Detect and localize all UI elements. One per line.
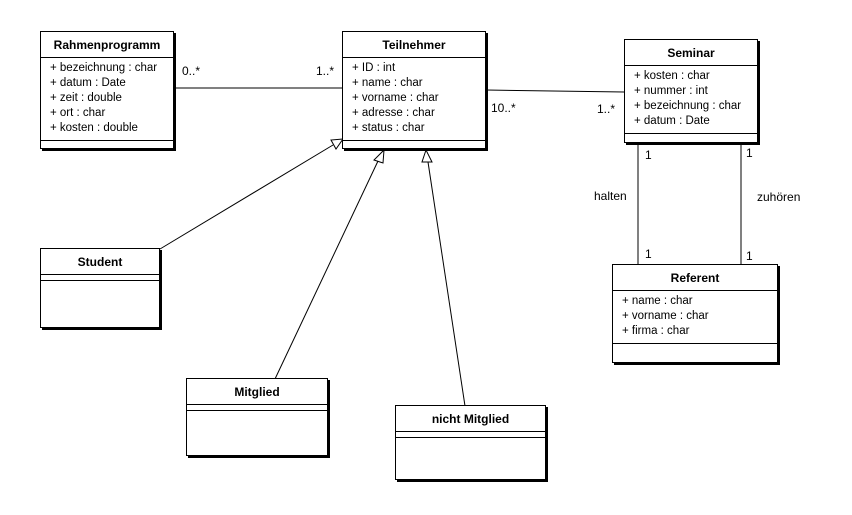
class-student[interactable]: Student bbox=[40, 248, 160, 328]
multiplicity-label: 1 bbox=[746, 146, 753, 160]
attribute: + datum : Date bbox=[634, 115, 710, 127]
attribute: + firma : char bbox=[622, 325, 690, 337]
attribute: + name : char bbox=[352, 77, 423, 89]
inheritance-arrowhead-mitglied bbox=[373, 148, 385, 164]
attribute: + name : char bbox=[622, 295, 693, 307]
operation-compartment bbox=[625, 134, 757, 142]
class-seminar[interactable]: Seminar + kosten : char + nummer : int +… bbox=[624, 39, 758, 143]
attribute-list bbox=[187, 405, 327, 411]
attribute-list bbox=[396, 432, 545, 438]
generalization-student bbox=[159, 144, 334, 250]
multiplicity-label: 1 bbox=[645, 148, 652, 162]
class-name: Teilnehmer bbox=[343, 32, 485, 58]
inheritance-arrowhead-nicht-mitglied bbox=[421, 148, 433, 163]
class-name: Rahmenprogramm bbox=[41, 32, 173, 58]
class-referent[interactable]: Referent + name : char + vorname : char … bbox=[612, 264, 778, 363]
inheritance-arrowhead-student bbox=[330, 138, 345, 150]
attribute: + adresse : char bbox=[352, 107, 435, 119]
class-name: Referent bbox=[613, 265, 777, 291]
role-label-zuhoeren: zuhören bbox=[757, 190, 801, 204]
attribute-list: + kosten : char + nummer : int + bezeich… bbox=[625, 66, 757, 134]
attribute: + ID : int bbox=[352, 62, 396, 74]
operation-compartment bbox=[343, 141, 485, 149]
class-name: Mitglied bbox=[187, 379, 327, 405]
attribute: + nummer : int bbox=[634, 85, 708, 97]
attribute: + status : char bbox=[352, 122, 425, 134]
class-mitglied[interactable]: Mitglied bbox=[186, 378, 328, 456]
multiplicity-label: 0..* bbox=[182, 64, 201, 78]
operation-compartment bbox=[41, 141, 173, 149]
generalization-nicht-mitglied bbox=[427, 161, 466, 407]
attribute-list: + ID : int + name : char + vorname : cha… bbox=[343, 58, 485, 141]
attribute-list: + name : char + vorname : char + firma :… bbox=[613, 291, 777, 344]
attribute: + kosten : double bbox=[50, 122, 138, 134]
attribute: + vorname : char bbox=[622, 310, 709, 322]
role-label-halten: halten bbox=[594, 189, 627, 203]
attribute: + kosten : char bbox=[634, 70, 710, 82]
class-nicht-mitglied[interactable]: nicht Mitglied bbox=[395, 405, 546, 480]
attribute: + ort : char bbox=[50, 107, 106, 119]
association-teilnehmer-seminar bbox=[485, 89, 625, 93]
attribute: + zeit : double bbox=[50, 92, 122, 104]
attribute-list: + bezeichnung : char + datum : Date + ze… bbox=[41, 58, 173, 141]
generalization-mitglied bbox=[274, 160, 379, 380]
attribute: + bezeichnung : char bbox=[50, 62, 158, 74]
multiplicity-label: 10..* bbox=[491, 101, 516, 115]
attribute: + datum : Date bbox=[50, 77, 126, 89]
attribute-list bbox=[41, 275, 159, 281]
class-name: Student bbox=[41, 249, 159, 275]
class-name: Seminar bbox=[625, 40, 757, 66]
multiplicity-label: 1..* bbox=[316, 64, 335, 78]
operation-compartment bbox=[613, 344, 777, 352]
class-teilnehmer[interactable]: Teilnehmer + ID : int + name : char + vo… bbox=[342, 31, 486, 149]
multiplicity-label: 1 bbox=[746, 249, 753, 263]
attribute: + bezeichnung : char bbox=[634, 100, 742, 112]
attribute: + vorname : char bbox=[352, 92, 439, 104]
multiplicity-label: 1..* bbox=[597, 102, 616, 116]
class-rahmenprogramm[interactable]: Rahmenprogramm + bezeichnung : char + da… bbox=[40, 31, 174, 149]
class-name: nicht Mitglied bbox=[396, 406, 545, 432]
multiplicity-label: 1 bbox=[645, 247, 652, 261]
